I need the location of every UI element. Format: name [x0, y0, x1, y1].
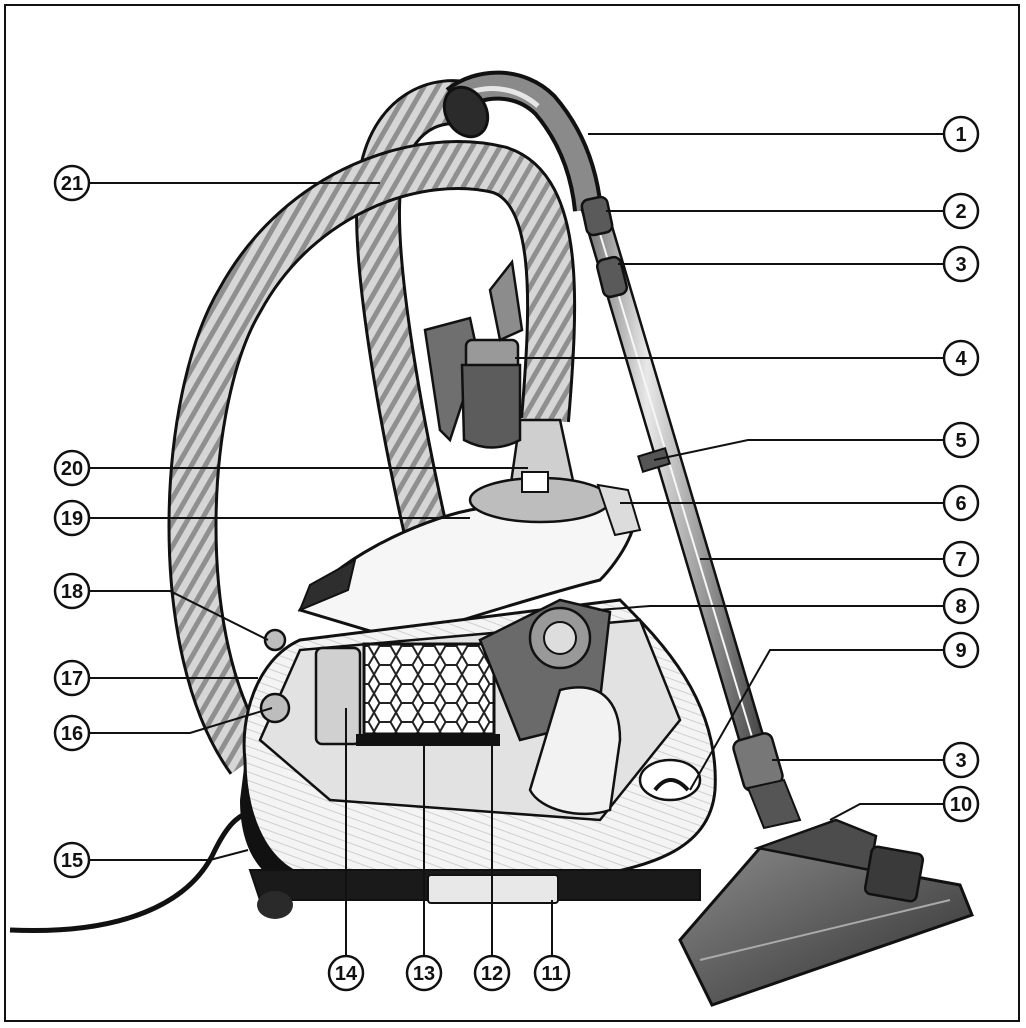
callout-c3b: 3 — [942, 741, 980, 779]
side-panel — [240, 760, 330, 895]
callout-circle — [942, 339, 980, 377]
dustbag — [528, 686, 622, 816]
callout-circle — [53, 659, 91, 697]
on-off-button — [263, 628, 287, 652]
callout-c15: 15 — [53, 841, 91, 879]
callout-c18: 18 — [53, 572, 91, 610]
castor-wheel — [257, 891, 293, 919]
callout-c4: 4 — [942, 339, 980, 377]
figure-frame — [4, 4, 1020, 1022]
callout-number: 16 — [61, 723, 83, 745]
air-inlet-slider — [580, 195, 614, 237]
callout-circle — [942, 115, 980, 153]
callout-number: 3 — [955, 750, 966, 772]
floorhead-pedal — [863, 845, 925, 903]
callout-number: 8 — [955, 596, 966, 618]
callout-c21: 21 — [53, 164, 91, 202]
callout-circle — [53, 714, 91, 752]
callout-circle — [942, 785, 980, 823]
callout-circle — [405, 954, 443, 992]
callout-c14: 14 — [327, 954, 365, 992]
callout-circle — [327, 954, 365, 992]
callout-number: 3 — [955, 254, 966, 276]
callout-circle — [942, 741, 980, 779]
callout-number: 18 — [61, 581, 83, 603]
callout-circle — [942, 540, 980, 578]
callout-circle — [942, 421, 980, 459]
callout-number: 7 — [955, 549, 966, 571]
callout-number: 17 — [61, 668, 83, 690]
callout-circle — [53, 572, 91, 610]
callout-number: 9 — [955, 640, 966, 662]
callout-circle — [942, 587, 980, 625]
callout-c2: 2 — [942, 192, 980, 230]
callout-number: 12 — [481, 963, 503, 985]
callout-c5: 5 — [942, 421, 980, 459]
callout-circle — [942, 484, 980, 522]
lid-release — [596, 483, 642, 537]
leader-9 — [689, 649, 944, 791]
callout-number: 20 — [61, 458, 83, 480]
callout-circle — [942, 192, 980, 230]
floorhead — [678, 846, 974, 1007]
callout-c19: 19 — [53, 499, 91, 537]
callout-number: 19 — [61, 508, 83, 530]
callout-circle — [53, 164, 91, 202]
leader-8 — [597, 605, 944, 611]
callout-circle — [53, 841, 91, 879]
callout-number: 6 — [955, 493, 966, 515]
leader-lines — [90, 133, 944, 956]
callout-number: 15 — [61, 850, 83, 872]
vent-grille — [298, 558, 357, 612]
leader-18 — [90, 590, 269, 641]
release-button-top — [595, 255, 629, 299]
callout-c9: 9 — [942, 631, 980, 669]
callout-c16: 16 — [53, 714, 91, 752]
callout-circle — [473, 954, 511, 992]
callout-c8: 8 — [942, 587, 980, 625]
leader-16 — [90, 707, 273, 734]
callout-circle — [53, 499, 91, 537]
callout-number: 10 — [950, 794, 972, 816]
callout-number: 5 — [955, 430, 966, 452]
callout-c11: 11 — [533, 954, 571, 992]
callout-number: 21 — [61, 173, 83, 195]
leader-10 — [829, 803, 944, 821]
callout-c7: 7 — [942, 540, 980, 578]
leader-15 — [90, 849, 249, 861]
callout-number: 2 — [955, 201, 966, 223]
callout-c1: 1 — [942, 115, 980, 153]
callout-c12: 12 — [473, 954, 511, 992]
callout-circle — [533, 954, 571, 992]
callout-number: 1 — [955, 124, 966, 146]
callout-number: 14 — [335, 963, 358, 985]
callout-number: 11 — [541, 963, 562, 985]
callout-circle — [942, 245, 980, 283]
motor-protection-filter — [314, 646, 362, 746]
callout-number: 4 — [955, 348, 967, 370]
callout-c20: 20 — [53, 449, 91, 487]
callout-circle — [53, 449, 91, 487]
callout-number: 13 — [413, 963, 435, 985]
crevice-nozzle — [488, 258, 524, 342]
callout-circle — [942, 631, 980, 669]
cable-rewind-button — [259, 692, 291, 724]
power-cord — [9, 807, 256, 934]
callout-c3a: 3 — [942, 245, 980, 283]
leader-5 — [653, 439, 944, 461]
exhaust-filter — [362, 642, 496, 736]
callout-c13: 13 — [405, 954, 443, 992]
callout-c6: 6 — [942, 484, 980, 522]
callout-c17: 17 — [53, 659, 91, 697]
hose-connector-ring — [442, 85, 490, 139]
callout-c10: 10 — [942, 785, 980, 823]
